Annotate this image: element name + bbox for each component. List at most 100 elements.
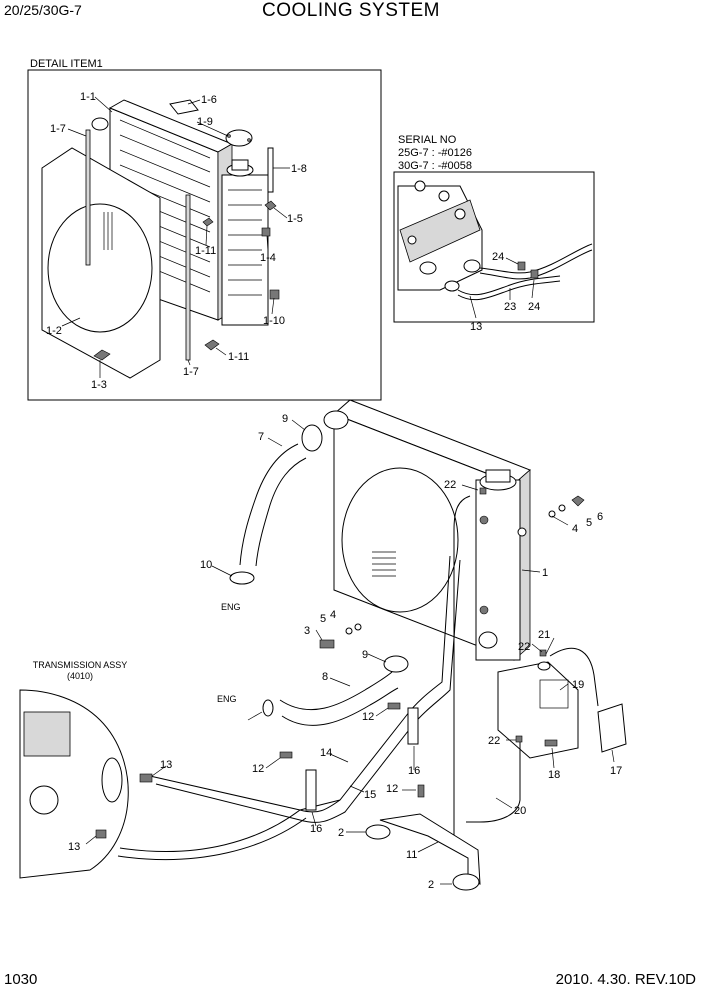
callout-label: 2 — [428, 879, 434, 891]
page-title: COOLING SYSTEM — [261, 0, 441, 21]
callout-label: 6 — [597, 511, 603, 523]
callout-label: 1 — [542, 567, 548, 579]
serial-line: 30G-7 : -#0058 — [398, 160, 472, 172]
callout-label: 1-1 — [80, 91, 96, 103]
callout-label: 1-11 — [195, 245, 216, 257]
callout-label: 10 — [200, 559, 212, 571]
transmission-label-line: TRANSMISSION ASSY — [32, 660, 128, 670]
page-number: 1030 — [4, 971, 38, 988]
fitting — [139, 773, 153, 783]
callout-label: 3 — [304, 625, 310, 637]
upper-hose — [255, 457, 307, 567]
detail-item-frame — [27, 69, 382, 401]
oil-cooler-line — [117, 817, 307, 861]
detail-leader-lines — [61, 96, 290, 378]
rubber-mount — [365, 824, 391, 840]
line-clamp — [407, 707, 419, 745]
bolt — [319, 639, 335, 649]
line-clamp — [305, 769, 317, 811]
washer — [345, 627, 353, 635]
eng-label: ENG — [221, 602, 241, 612]
main-callouts: 9 7 22 1 4 5 6 10 5 4 3 9 21 8 22 19 12 … — [68, 413, 622, 891]
callout-label: 13 — [160, 759, 172, 771]
callout-label: 12 — [362, 711, 374, 723]
callout-label: 8 — [322, 671, 328, 683]
callout-label: 24 — [492, 251, 504, 263]
revision-date: 2010. 4.30. REV.10D — [555, 971, 696, 988]
callout-label: 2 — [338, 827, 344, 839]
callout-label: 1-2 — [46, 325, 62, 337]
detail-radiator-drawing — [41, 99, 280, 379]
callout-label: 5 — [320, 613, 326, 625]
fitting — [95, 829, 107, 839]
main-radiator — [323, 399, 531, 661]
nut — [571, 495, 585, 507]
detail-item-label: DETAIL ITEM1 — [30, 58, 103, 70]
callout-label: 1-3 — [91, 379, 107, 391]
serial-detail-frame — [393, 171, 595, 323]
rubber-mount — [452, 873, 480, 891]
callout-label: 15 — [364, 789, 376, 801]
washer — [354, 623, 362, 631]
callout-label: 13 — [470, 321, 482, 333]
hose-clamp — [262, 699, 274, 717]
clip — [479, 487, 487, 495]
callout-label: 21 — [538, 629, 550, 641]
serial-leader-lines — [469, 257, 535, 319]
callout-label: 11 — [406, 849, 417, 861]
reservoir-cap — [537, 661, 551, 671]
callout-label: 7 — [258, 431, 264, 443]
lower-hose — [279, 671, 393, 710]
bolt — [544, 739, 558, 747]
upper-hose — [239, 443, 299, 566]
reservoir-label — [539, 679, 569, 709]
oil-cooler-line — [149, 555, 451, 813]
callout-label: 4 — [572, 523, 578, 535]
callout-label: 1-11 — [228, 351, 249, 363]
callout-label: 22 — [444, 479, 456, 491]
clip — [515, 735, 523, 743]
model-number: 20/25/30G-7 — [4, 2, 82, 18]
overflow-hose — [549, 647, 599, 707]
callout-label: 9 — [362, 649, 368, 661]
transmission-assy-label: TRANSMISSION ASSY (4010) — [30, 660, 130, 682]
callout-label: 4 — [330, 609, 336, 621]
oil-cooler-line — [155, 559, 461, 823]
callout-label: 24 — [528, 301, 540, 313]
callout-label: 1-5 — [287, 213, 303, 225]
callout-label: 20 — [514, 805, 526, 817]
serial-line: SERIAL NO — [398, 134, 457, 146]
oil-cooler-line — [119, 809, 301, 853]
hose-clamp — [229, 571, 255, 585]
callout-label: 16 — [408, 765, 420, 777]
serial-number-note: SERIAL NO 25G-7 : -#0126 30G-7 : -#0058 — [398, 134, 472, 173]
callout-label: 1-8 — [291, 163, 307, 175]
overflow-hose — [466, 740, 521, 823]
callout-label: 9 — [282, 413, 288, 425]
callout-label: 1-9 — [197, 116, 213, 128]
callout-label: 12 — [386, 783, 398, 795]
callout-label: 1-4 — [260, 252, 276, 264]
washer — [548, 510, 556, 518]
callout-label: 1-7 — [50, 123, 66, 135]
serial-detail-drawing — [397, 180, 593, 301]
callout-label: 17 — [610, 765, 622, 777]
hose-clamp — [383, 655, 409, 673]
bolt — [417, 784, 425, 798]
callout-label: 5 — [586, 517, 592, 529]
reservoir-tank — [497, 661, 579, 759]
callout-label: 22 — [518, 641, 530, 653]
washer — [558, 504, 566, 512]
reservoir-bracket — [597, 703, 627, 753]
lower-hose — [281, 687, 399, 726]
callout-label: 1-7 — [183, 366, 199, 378]
callout-label: 16 — [310, 823, 322, 835]
eng-label: ENG — [217, 694, 237, 704]
callout-label: 12 — [252, 763, 264, 775]
callout-label: 1-6 — [201, 94, 217, 106]
bolt — [387, 702, 401, 710]
serial-line: 25G-7 : -#0126 — [398, 147, 472, 159]
serial-callouts: 24 23 24 13 — [470, 251, 540, 333]
callout-label: 19 — [572, 679, 584, 691]
